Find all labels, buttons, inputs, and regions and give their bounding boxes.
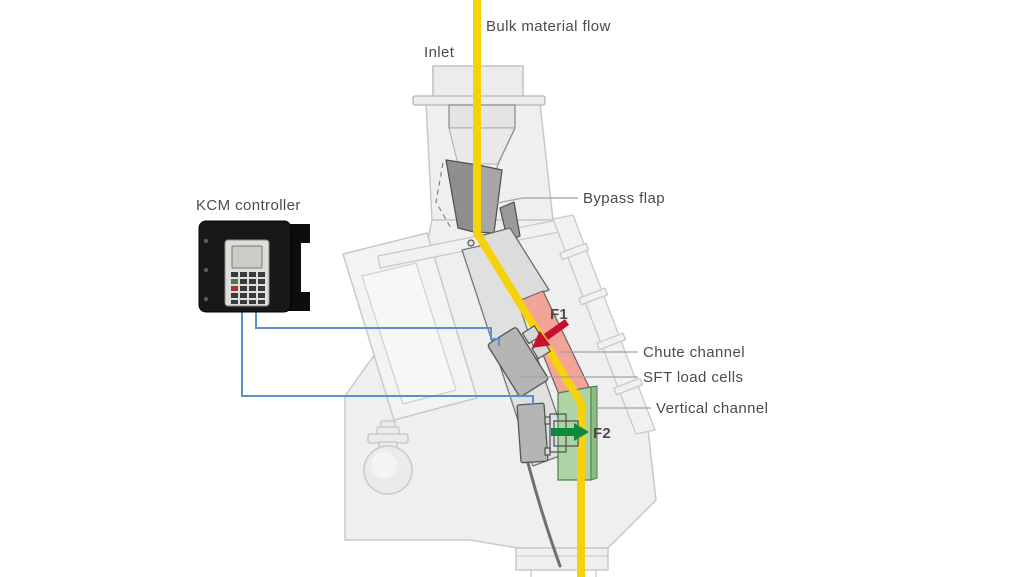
- upper-bracket-1: [521, 325, 542, 345]
- load-cell-upper: [487, 325, 552, 397]
- label-force1: F1: [550, 306, 568, 323]
- label-bulk-material-flow: Bulk material flow: [486, 18, 611, 35]
- kcm-controller: [198, 220, 310, 313]
- wire-upper-load-cell: [255, 306, 500, 346]
- leader-lines: [496, 197, 651, 409]
- controller-screws: [203, 238, 209, 302]
- label-force2: F2: [593, 425, 611, 442]
- label-chute-channel: Chute channel: [643, 344, 745, 361]
- force1-arrow: [532, 319, 570, 348]
- bulk-flow-path: [473, 0, 585, 577]
- flange-bolts: [559, 242, 644, 396]
- force2-arrow: [551, 423, 589, 441]
- vertical-channel-edge: [590, 385, 598, 481]
- label-vertical-channel: Vertical channel: [656, 400, 768, 417]
- controller-keypad[interactable]: [231, 272, 265, 304]
- label-bypass-flap: Bypass flap: [583, 190, 665, 207]
- housing-left-frame-cutout: [361, 262, 457, 405]
- wire-lower-load-cell: [241, 306, 534, 405]
- controller-mount-bracket: [288, 224, 310, 311]
- leader-bypass-flap: [496, 197, 578, 204]
- flap-pivot: [467, 239, 475, 247]
- label-sft-load-cells: SFT load cells: [643, 369, 743, 386]
- funnel-edge: [497, 127, 516, 165]
- key-green[interactable]: [231, 279, 238, 284]
- ball-valve: [363, 420, 413, 495]
- housing-right-band: [552, 214, 656, 435]
- controller-screen: [231, 245, 263, 269]
- inlet-duct: [448, 104, 516, 129]
- label-kcm-controller: KCM controller: [196, 197, 301, 214]
- outlet-flange: [515, 547, 609, 571]
- label-inlet: Inlet: [424, 44, 455, 61]
- flap-alt-position-dashed: [435, 162, 453, 231]
- key-red[interactable]: [231, 286, 238, 291]
- load-cell-lower: [516, 402, 549, 464]
